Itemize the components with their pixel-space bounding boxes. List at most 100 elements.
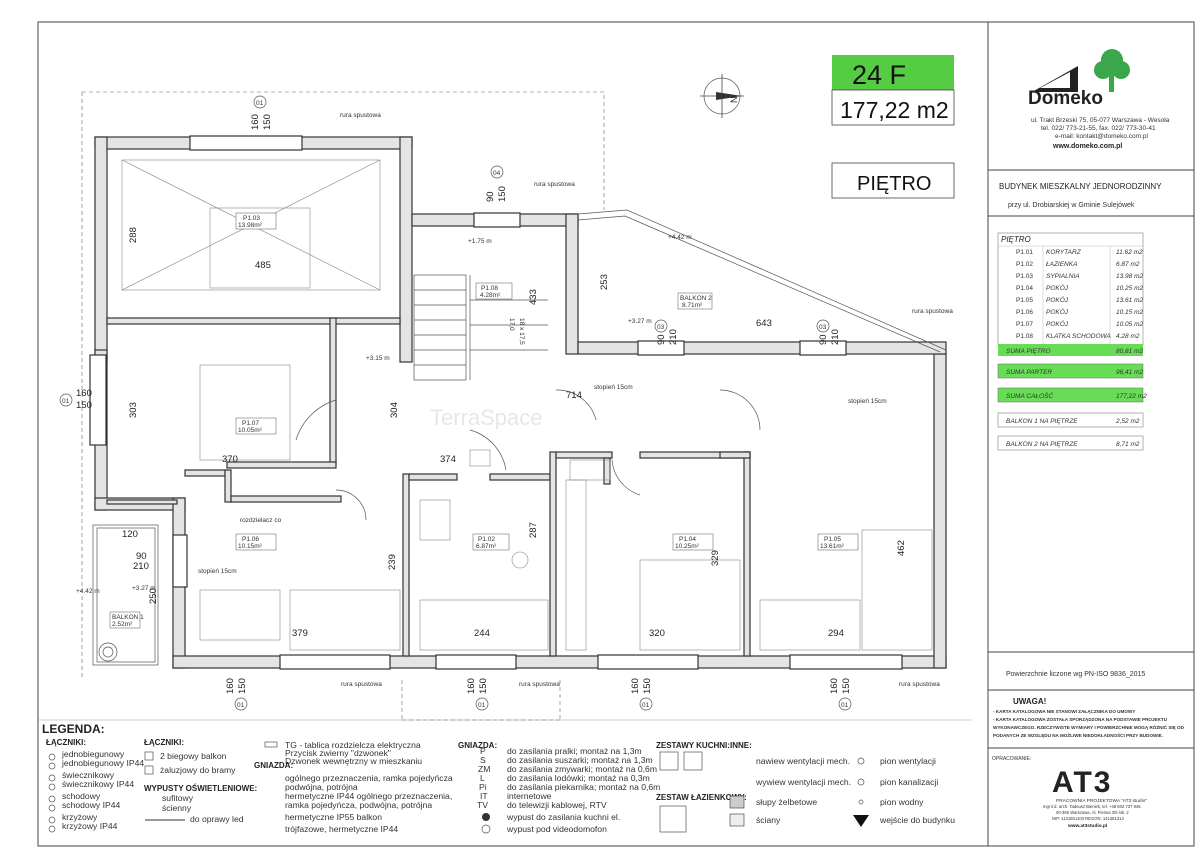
unit-code-box <box>832 55 954 90</box>
height-marker: +3.15 m <box>366 355 390 362</box>
svg-text:SYPIALNIA: SYPIALNIA <box>1046 273 1080 280</box>
svg-text:P1.07: P1.07 <box>242 420 259 427</box>
svg-text:wypust do zasilania kuchni el.: wypust do zasilania kuchni el. <box>506 812 620 822</box>
svg-text:P1.05: P1.05 <box>1016 297 1033 304</box>
svg-text:P1.07: P1.07 <box>1016 321 1033 328</box>
svg-text:wypust pod videodomofon: wypust pod videodomofon <box>506 824 607 834</box>
notice-line: - KARTA KATALOGOWA ZOSTAŁA SPORZĄDZONA N… <box>993 717 1168 722</box>
svg-text:hermetyczne IP44 ogólnego prze: hermetyczne IP44 ogólnego przeznaczenia, <box>285 791 452 801</box>
svg-text:10.05 m2: 10.05 m2 <box>1116 321 1143 328</box>
dim-244: 244 <box>474 628 490 639</box>
dim-253: 253 <box>599 274 610 290</box>
notice-line: WYKONAWCZEGO. RZECZYWISTE WYMIARY I POWI… <box>993 723 1185 730</box>
svg-text:L: L <box>480 773 485 783</box>
svg-text:Dzwonek wewnętrzny w mieszkani: Dzwonek wewnętrzny w mieszkaniu <box>285 756 422 766</box>
svg-text:ściany: ściany <box>756 815 781 825</box>
step-label: stopień 15cm <box>198 568 237 575</box>
svg-text:schodowy: schodowy <box>62 791 101 801</box>
height-marker: +3.27 m <box>132 585 156 592</box>
svg-text:do zasilania lodówki; montaż n: do zasilania lodówki; montaż na 0,3m <box>507 773 650 783</box>
sum-floor-row <box>998 344 1143 356</box>
svg-text:P1.06: P1.06 <box>1016 309 1033 316</box>
svg-text:6.87 m2: 6.87 m2 <box>1116 261 1140 268</box>
svg-text:8.71m²: 8.71m² <box>682 302 703 309</box>
svg-text:13.61m²: 13.61m² <box>820 543 845 550</box>
svg-text:01: 01 <box>237 702 245 709</box>
sum-total-label: SUMA CAŁOŚĆ <box>1006 391 1053 400</box>
dim-462: 462 <box>896 540 907 556</box>
height-marker: +4.42 m <box>668 234 692 241</box>
floor-name: PIĘTRO <box>857 173 931 195</box>
svg-text:do zasilania piekarnika; monta: do zasilania piekarnika; montaż na 0,6m <box>507 782 660 792</box>
legend-title: LEGENDA: <box>42 722 105 736</box>
svg-text:ogólnego przeznaczenia, ramka: ogólnego przeznaczenia, ramka pojedyńcza <box>285 773 453 783</box>
svg-text:P1.08: P1.08 <box>1016 333 1033 340</box>
gutter-label: rura spustowa <box>899 681 940 688</box>
svg-text:S: S <box>480 755 486 765</box>
svg-text:KORYTARZ: KORYTARZ <box>1046 249 1082 256</box>
notice-title: UWAGA! <box>1013 697 1046 706</box>
dim-370: 370 <box>222 454 238 465</box>
svg-text:GNIAZDA:: GNIAZDA: <box>458 741 497 750</box>
svg-text:210: 210 <box>668 329 679 345</box>
svg-text:150: 150 <box>478 678 489 694</box>
staircase <box>413 274 548 381</box>
svg-text:ZM: ZM <box>478 764 490 774</box>
svg-text:Przycisk zwierny "dzwonek": Przycisk zwierny "dzwonek" <box>285 748 391 758</box>
svg-text:internetowe: internetowe <box>507 791 552 801</box>
studio-line: PRACOWNIA PROJEKTOWA "AT3 studio" <box>1056 798 1147 804</box>
gutter-label: rura spustowa <box>341 681 382 688</box>
dim-485: 485 <box>255 260 271 271</box>
svg-text:POKÓJ: POKÓJ <box>1046 319 1069 328</box>
svg-text:KLATKA SCHODOWA: KLATKA SCHODOWA <box>1046 333 1111 340</box>
company-address: ul. Trakt Brzeski 75, 05-077 Warszawa - … <box>1031 117 1170 124</box>
gutter-label: rura spustowa <box>912 308 953 315</box>
dim-433: 433 <box>528 289 539 305</box>
unit-area: 177,22 m2 <box>840 97 949 123</box>
svg-text:2 biegowy balkon: 2 biegowy balkon <box>160 751 227 761</box>
dim-250: 250 <box>148 588 159 604</box>
watermark: TerraSpace <box>430 405 543 430</box>
sum-total-row <box>997 387 1144 403</box>
compass-icon: N <box>700 74 744 118</box>
project-address: przy ul. Drobiarskiej w Gminie Sulejówek <box>1008 202 1135 209</box>
company-website: www.domeko.com.pl <box>1052 143 1122 150</box>
svg-text:trójfazowe, hermetyczne IP44: trójfazowe, hermetyczne IP44 <box>285 824 398 834</box>
balcony-door-height: 210 <box>133 561 149 572</box>
unit-code: 24 F <box>852 60 906 90</box>
notice-line: - KARTA KATALOGOWA NIE STANOWI ZAŁĄCZNIK… <box>993 709 1135 714</box>
title-block: Domeko ul. Trakt Brzeski 75, 05-077 Wars… <box>988 49 1194 829</box>
svg-text:P: P <box>480 746 486 756</box>
svg-text:INNE:: INNE: <box>730 741 752 750</box>
rooms-heading: PIĘTRO <box>1001 235 1031 244</box>
svg-text:210: 210 <box>830 329 841 345</box>
company-logo-icon <box>1032 49 1130 92</box>
svg-text:wywiew wentylacji mech.: wywiew wentylacji mech. <box>755 777 851 787</box>
svg-text:POKÓJ: POKÓJ <box>1046 283 1069 292</box>
balcony2-row <box>997 435 1144 451</box>
svg-text:podwójna, potrójna: podwójna, potrójna <box>285 782 358 792</box>
svg-text:ŁĄCZNIKI:: ŁĄCZNIKI: <box>46 738 86 747</box>
svg-text:150: 150 <box>262 114 273 130</box>
svg-text:ścienny: ścienny <box>162 803 192 813</box>
room-tag: P1.084.28m² <box>475 282 513 300</box>
svg-text:pion kanalizacji: pion kanalizacji <box>880 777 938 787</box>
svg-text:krzyżowy: krzyżowy <box>62 812 98 822</box>
svg-text:01: 01 <box>642 702 650 709</box>
svg-text:ŁAZIENKA: ŁAZIENKA <box>1046 261 1077 268</box>
dim-287: 287 <box>528 522 539 538</box>
svg-text:90: 90 <box>485 191 496 202</box>
svg-text:160: 160 <box>829 678 840 694</box>
dim-239: 239 <box>387 554 398 570</box>
